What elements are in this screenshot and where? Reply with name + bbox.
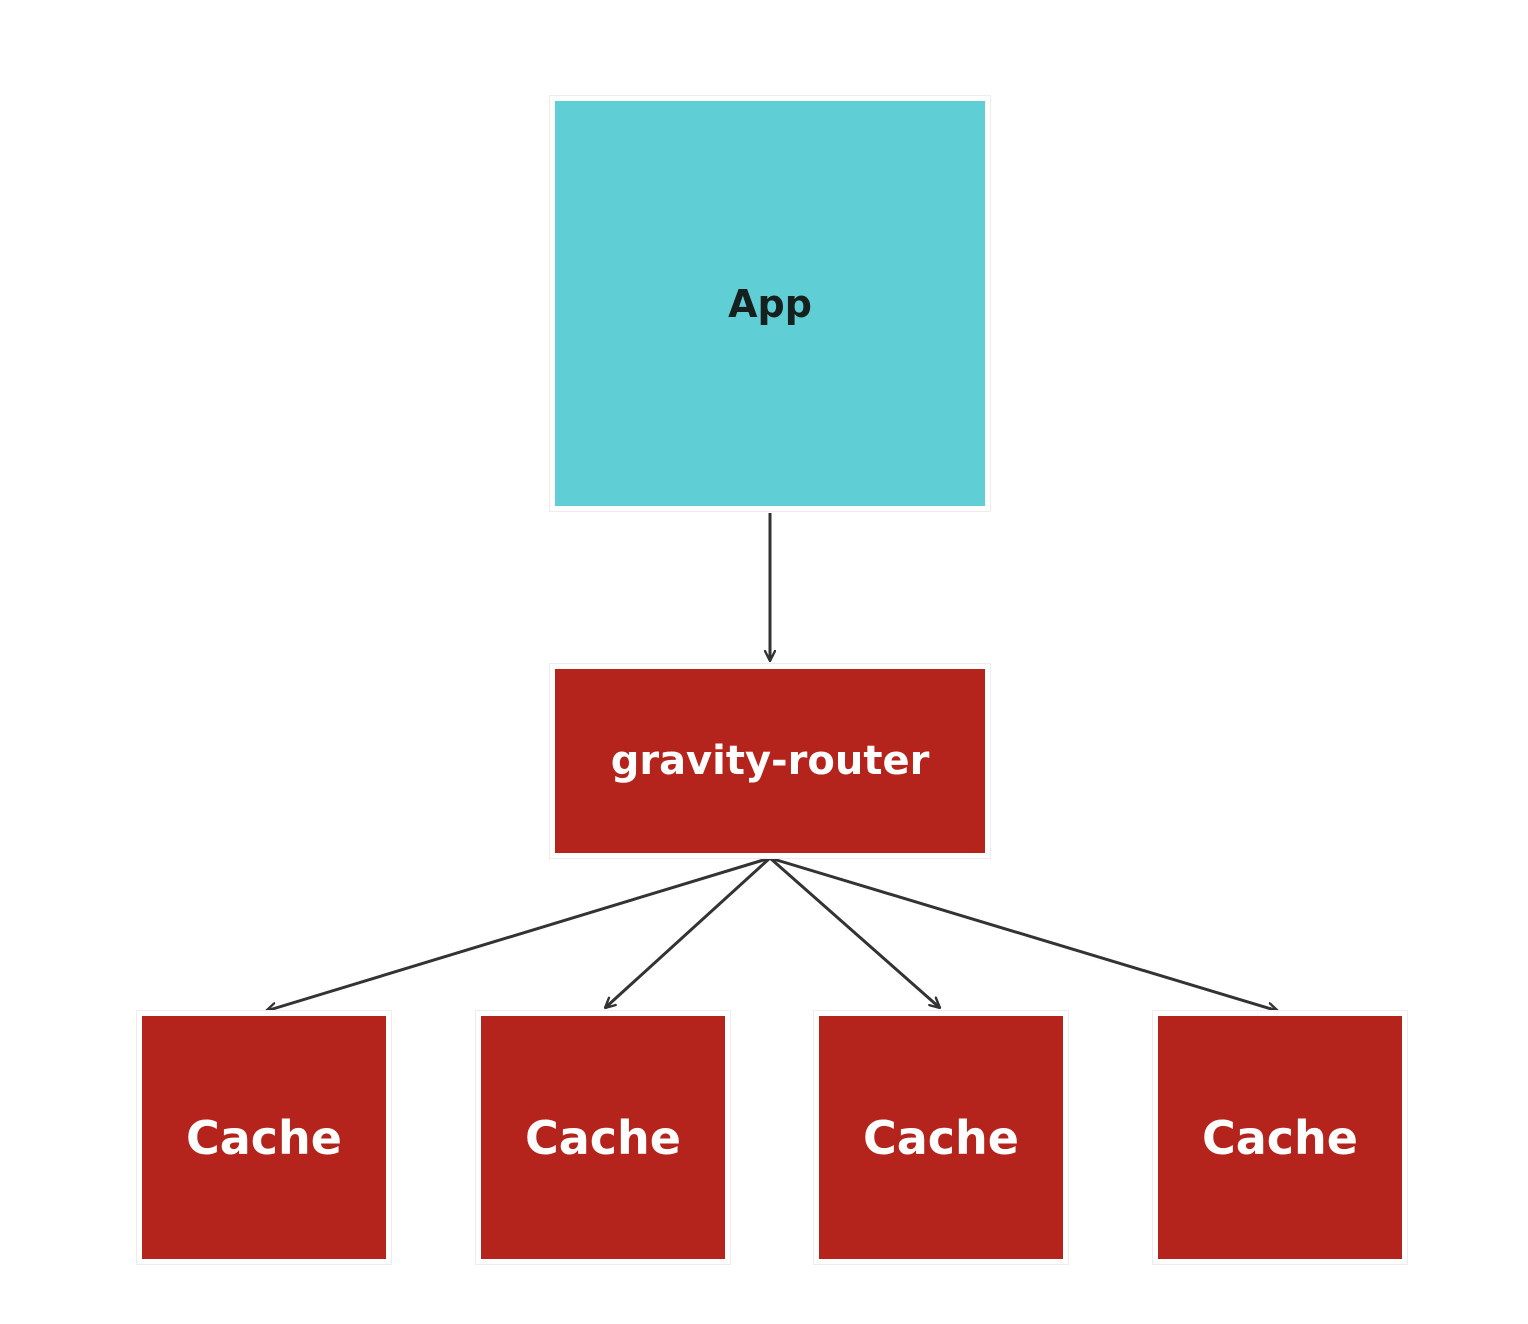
edge-router-to-cache-1 bbox=[266, 856, 771, 1011]
cache-node-label: Cache bbox=[862, 1110, 1019, 1165]
edge-router-to-cache-2 bbox=[605, 856, 772, 1008]
cache-node-label: Cache bbox=[185, 1110, 342, 1165]
cache-node-1: Cache bbox=[142, 1016, 386, 1259]
cache-node-label: Cache bbox=[524, 1110, 681, 1165]
app-node-label: App bbox=[728, 281, 812, 326]
cache-node-label: Cache bbox=[1201, 1110, 1358, 1165]
cache-node-2: Cache bbox=[481, 1016, 725, 1259]
gravity-router-node: gravity-router bbox=[555, 669, 985, 853]
edge-router-to-cache-3 bbox=[769, 856, 940, 1008]
app-node: App bbox=[555, 101, 985, 506]
cache-node-3: Cache bbox=[819, 1016, 1063, 1259]
edge-router-to-cache-4 bbox=[769, 856, 1278, 1011]
gravity-router-node-label: gravity-router bbox=[610, 738, 930, 784]
cache-node-4: Cache bbox=[1158, 1016, 1402, 1259]
